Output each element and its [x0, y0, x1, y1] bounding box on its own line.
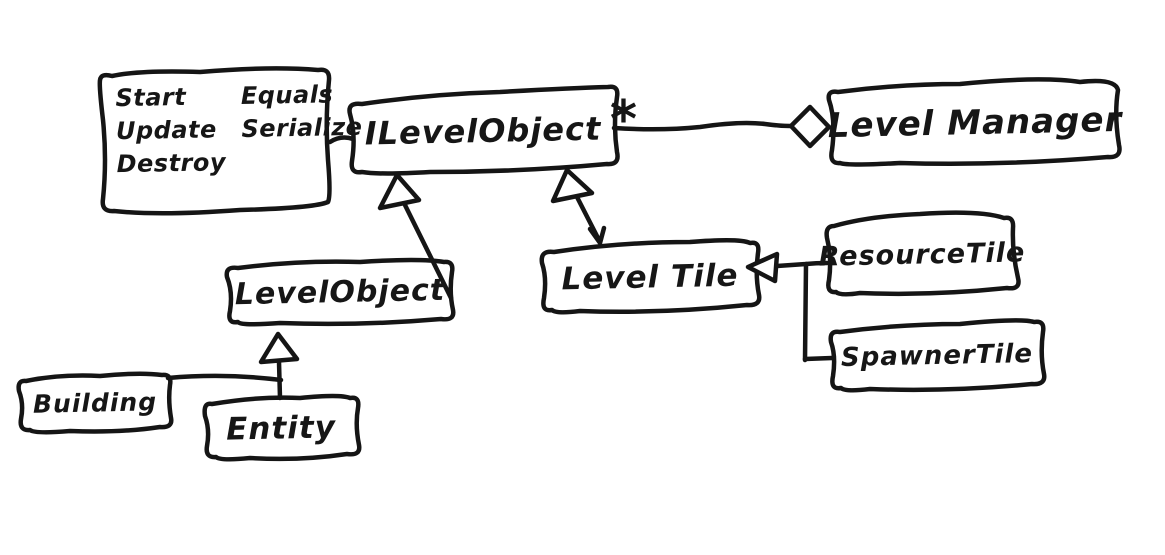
aggregation-diamond: [788, 104, 832, 149]
inheritance-line-entity: [276, 359, 283, 401]
node-label-leveltile: Level Tile: [561, 257, 739, 298]
methods-box: Start Update Destroy Equals Serialize: [115, 78, 363, 181]
aggregation-multiplicity-star: *: [609, 90, 639, 150]
inheritance-triangle-resourcetile: [745, 251, 780, 284]
inheritance-triangle-entity: [258, 331, 300, 365]
method-destroy: Destroy: [116, 148, 227, 179]
node-label-levelmanager: Level Manager: [827, 99, 1123, 147]
methods-box-outline: [97, 66, 332, 216]
inheritance-triangle-leveltile: [550, 167, 595, 204]
inheritance-line-leveltile-arrowhead: [587, 225, 607, 246]
node-label-spawnertile: SpawnerTile: [840, 338, 1034, 374]
methods-attachment-link: [327, 135, 356, 145]
building-branch-line: [165, 373, 284, 383]
methods-column-2: Equals Serialize: [241, 78, 364, 179]
levelmanager-box-outline: [826, 77, 1122, 167]
building-box-outline: [16, 371, 174, 435]
node-label-levelobject: LevelObject: [234, 272, 446, 313]
spawnertile-box-outline: [828, 318, 1047, 393]
leveltile-box-outline: [539, 238, 762, 315]
method-serialize: Serialize: [241, 112, 363, 143]
node-label-resourcetile: ResourceTile: [818, 237, 1026, 273]
method-start: Start: [115, 82, 187, 113]
tile-branch-vertical: [802, 261, 809, 363]
entity-box-outline: [202, 393, 362, 462]
node-label-building: Building: [32, 387, 158, 419]
aggregation-line: [611, 120, 793, 132]
levelobject-box-outline: [224, 257, 456, 327]
inheritance-line-levelobject: [401, 200, 454, 301]
node-label-ilevelobject: ILevelObject: [364, 109, 602, 153]
methods-column-1: Start Update Destroy: [115, 80, 226, 181]
resourcetile-box-outline: [824, 210, 1021, 297]
method-equals: Equals: [240, 80, 334, 110]
node-label-entity: Entity: [225, 409, 337, 448]
ilevelobject-box-outline: [347, 84, 620, 176]
tile-branch-horizontal-bottom: [802, 355, 835, 362]
inheritance-triangle-levelobject: [377, 172, 422, 211]
method-update: Update: [115, 115, 218, 146]
